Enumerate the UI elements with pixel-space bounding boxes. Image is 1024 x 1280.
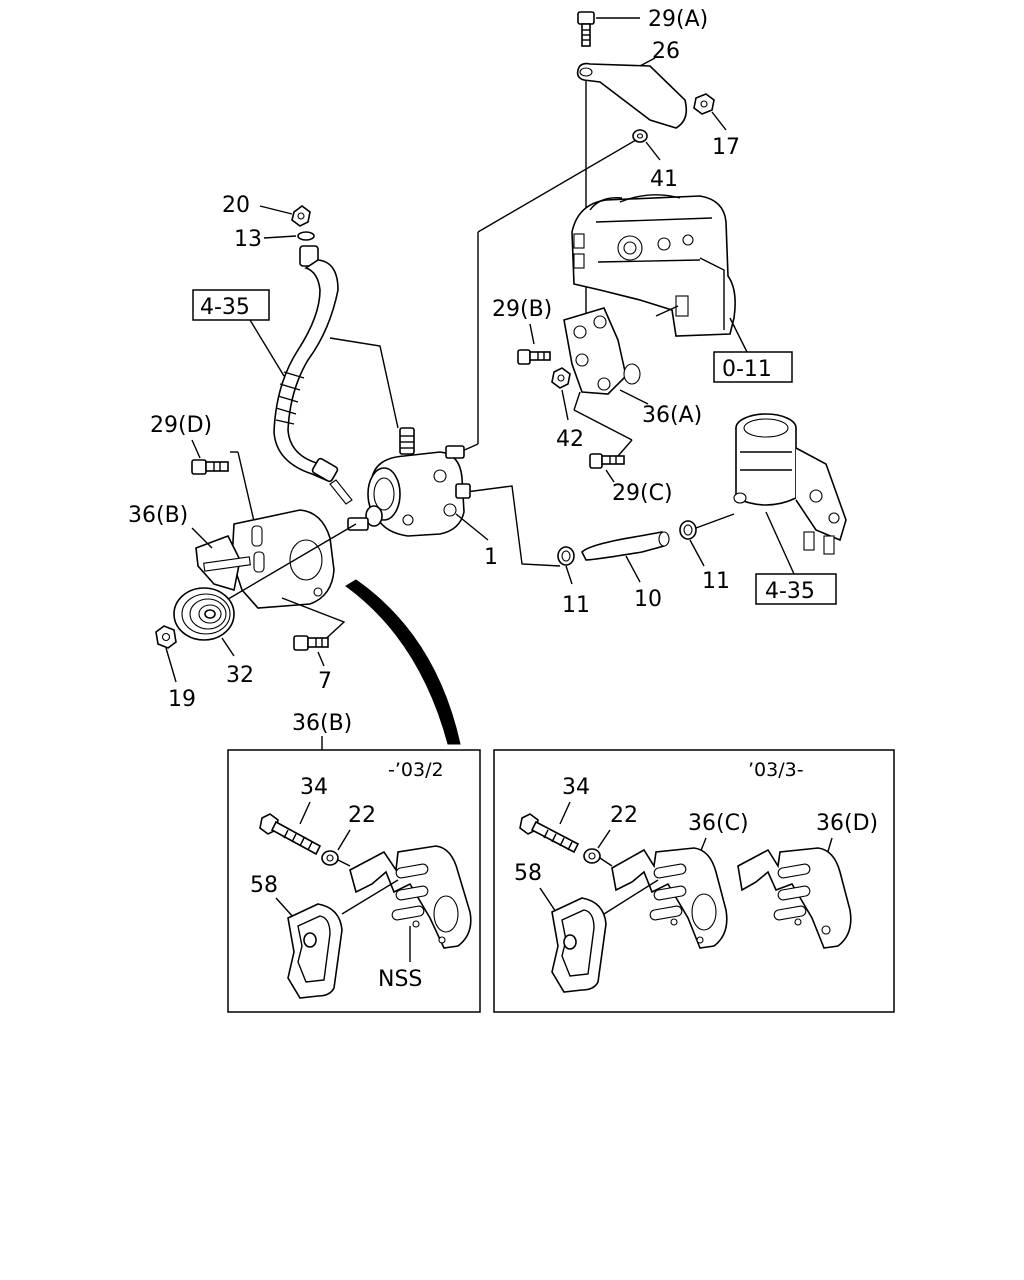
callout-19: 19 [168, 687, 196, 712]
reservoir-tank [733, 413, 847, 555]
inset-right-callout-34: 34 [562, 775, 590, 800]
inset-right-bracket-36c [611, 847, 728, 949]
hose-10 [581, 531, 670, 561]
callout-36b-detail: 36(B) [292, 711, 352, 736]
callout-41: 41 [650, 167, 678, 192]
inset-right: ’03/3- 34 22 36(C) 36 [493, 749, 895, 1013]
callout-29c: 29(C) [612, 481, 673, 506]
inset-right-bracket-36d [737, 847, 852, 949]
nut-17 [693, 93, 715, 115]
bracket-36a [563, 307, 641, 395]
inset-left-plate-58 [287, 903, 343, 999]
inset-left-callout-22: 22 [348, 803, 376, 828]
callout-11-right: 11 [702, 569, 730, 594]
o-ring-13 [297, 231, 315, 241]
ref-0-11: 0-11 [722, 357, 772, 382]
callout-36b: 36(B) [128, 503, 188, 528]
bolt-29a [577, 11, 595, 47]
callout-11-left: 11 [562, 593, 590, 618]
ref-box-4-35-left[interactable] [192, 289, 270, 321]
ref-box-0-11[interactable] [713, 351, 793, 383]
inset-right-plate-58 [551, 897, 607, 993]
callout-17: 17 [712, 135, 740, 160]
inset-left-callout-58: 58 [250, 873, 278, 898]
bolt-7 [293, 635, 329, 651]
inset-left-period: -’03/2 [388, 759, 444, 781]
inset-right-callout-58: 58 [514, 861, 542, 886]
inset-right-period: ’03/3- [748, 759, 804, 781]
inset-right-bolt-34 [519, 813, 580, 854]
detail-arrow [345, 579, 461, 745]
ref-4-35-left: 4-35 [200, 295, 250, 320]
ref-box-4-35-right[interactable] [755, 573, 837, 605]
callout-42: 42 [556, 427, 584, 452]
engine-block [571, 194, 736, 337]
bolt-29c [589, 453, 625, 469]
bolt-29b [517, 349, 551, 365]
inset-left-bolt-34 [259, 813, 322, 856]
callout-36a: 36(A) [642, 403, 702, 428]
inset-left-callout-34: 34 [300, 775, 328, 800]
callout-32: 32 [226, 663, 254, 688]
inset-right-callout-36d: 36(D) [816, 811, 878, 836]
inset-left-nss: NSS [378, 967, 422, 992]
callout-7: 7 [318, 669, 332, 694]
washer-41 [632, 129, 648, 143]
inset-right-callout-36c: 36(C) [688, 811, 749, 836]
bracket-36b [195, 509, 335, 609]
inset-right-callout-22: 22 [610, 803, 638, 828]
nut-19 [155, 625, 177, 649]
pulley-32 [173, 587, 235, 641]
pressure-hose [273, 245, 353, 505]
inset-right-washer-22 [583, 848, 601, 864]
callout-29b: 29(B) [492, 297, 552, 322]
callout-29d: 29(D) [150, 413, 212, 438]
clamp-11-right [679, 520, 697, 540]
callout-20: 20 [222, 193, 250, 218]
callout-1: 1 [484, 545, 498, 570]
callout-29a: 29(A) [648, 7, 708, 32]
nut-20 [291, 205, 311, 227]
inset-left-bracket [349, 845, 472, 949]
power-steering-pump [347, 427, 471, 537]
ref-4-35-right: 4-35 [765, 579, 815, 604]
nut-42 [551, 367, 571, 389]
callout-10: 10 [634, 587, 662, 612]
inset-left-washer-22 [321, 850, 339, 866]
inset-left: -’03/2 34 22 58 [227, 749, 481, 1013]
bolt-29d [191, 459, 229, 475]
callout-13: 13 [234, 227, 262, 252]
bracket-26 [576, 62, 688, 129]
callout-26: 26 [652, 39, 680, 64]
clamp-11-left [557, 546, 575, 566]
